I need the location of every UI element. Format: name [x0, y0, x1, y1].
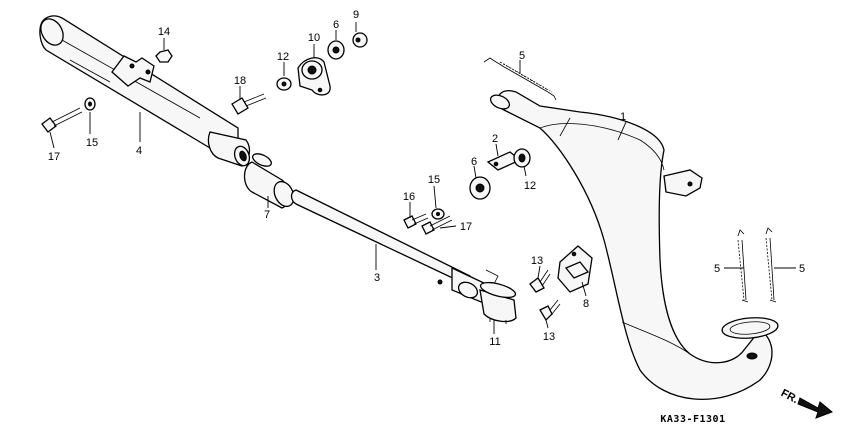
part-hardware [41, 32, 561, 322]
callout-17-mid: 17 [460, 221, 472, 233]
forward-arrow-icon [797, 397, 833, 419]
callout-17-left: 17 [48, 151, 60, 163]
callout-12-right: 12 [524, 180, 536, 192]
callout-14: 14 [158, 26, 170, 38]
callout-12-top: 12 [277, 51, 289, 63]
callout-15-left: 15 [86, 137, 98, 149]
part-rubber-joint [243, 153, 295, 209]
leader-lines [49, 22, 796, 334]
callout-4: 4 [136, 145, 142, 157]
part-damper-plate [557, 245, 593, 293]
callout-18: 18 [234, 75, 246, 87]
callout-5-top: 5 [519, 50, 525, 62]
part-connecting-pipe [290, 189, 499, 305]
part-rubber-collar [479, 281, 517, 324]
direction-marker-label: FR. [779, 387, 800, 406]
direction-marker: FR. [779, 387, 833, 419]
part-springs [483, 57, 777, 303]
callout-1: 1 [620, 111, 626, 123]
callout-2: 2 [492, 133, 498, 145]
part-expansion-chamber [489, 90, 779, 400]
callout-3: 3 [374, 272, 380, 284]
callout-8: 8 [583, 298, 589, 310]
callout-9: 9 [353, 9, 359, 21]
callout-16: 16 [403, 191, 415, 203]
part-silencer-tube [39, 15, 251, 167]
drawing-code: KA33-F1301 [660, 414, 725, 425]
callout-13-upper: 13 [531, 255, 543, 267]
callout-labels: 1 2 3 4 5 5 5 6 6 7 8 9 10 11 12 12 13 1… [48, 9, 805, 348]
callout-5-right-inner: 5 [714, 263, 720, 275]
callout-5-right-outer: 5 [799, 263, 805, 275]
callout-15-mid: 15 [428, 174, 440, 186]
callout-6-top: 6 [333, 19, 339, 31]
callout-7: 7 [264, 209, 270, 221]
callout-6-mid: 6 [471, 156, 477, 168]
callout-13-lower: 13 [543, 331, 555, 343]
callout-11: 11 [489, 336, 500, 348]
callout-10: 10 [308, 32, 320, 44]
